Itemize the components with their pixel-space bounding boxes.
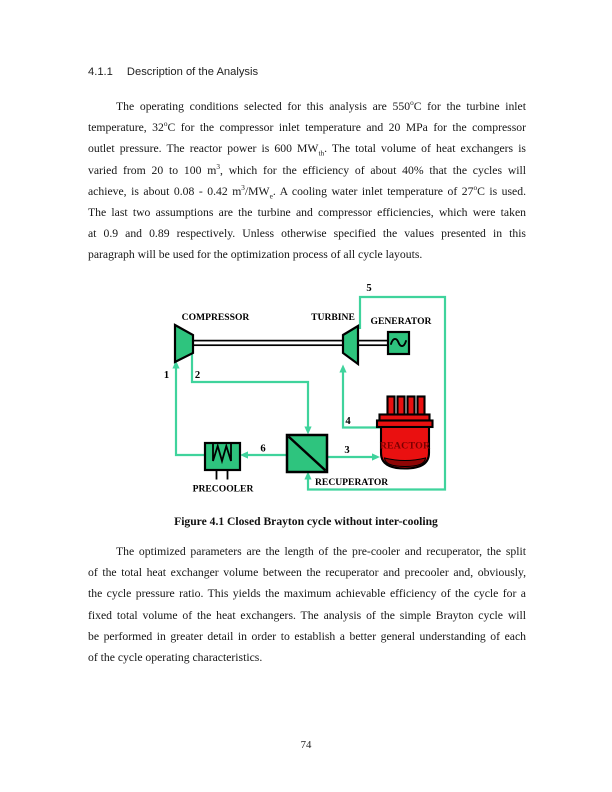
recuperator-label: RECUPERATOR <box>315 477 389 488</box>
paragraph-analysis-conditions: The operating conditions selected for th… <box>88 99 527 262</box>
precooler-label: PRECOOLER <box>193 484 255 495</box>
pipes <box>172 295 447 491</box>
pipe-turbine-to-recuperator <box>306 295 447 491</box>
stream-label-3: 3 <box>344 445 349 456</box>
arrowhead-up-icon <box>339 364 347 373</box>
reactor-vessel <box>379 425 431 470</box>
arrowhead-up-icon <box>172 360 180 369</box>
precooler-coil-icon <box>212 442 232 465</box>
pipe-reactor-to-turbine <box>341 371 381 429</box>
compressor-shape <box>173 323 195 364</box>
stream-label-4: 4 <box>345 416 351 427</box>
stream-label-2: 2 <box>195 370 200 381</box>
reactor-bottom-band <box>383 457 427 468</box>
section-number: 4.1.1 <box>88 66 113 78</box>
sine-wave-icon <box>390 337 407 348</box>
section-title: Description of the Analysis <box>126 66 259 78</box>
page-number: 74 <box>300 739 312 751</box>
brayton-cycle-diagram: REACTOR COMPRESSOR TURBINE GENERATOR PRE… <box>164 283 447 495</box>
stream-label-5: 5 <box>366 283 371 294</box>
section-heading: 4.1.1 Description of the Analysis <box>88 66 538 78</box>
reactor: REACTOR <box>375 395 434 470</box>
pipe-precooler-to-compressor <box>174 367 205 457</box>
paragraph-optimized-parameters: The optimized parameters are the length … <box>88 545 526 664</box>
precooler-box <box>203 441 242 472</box>
turbine-shape <box>341 324 360 367</box>
compressor-label: COMPRESSOR <box>182 312 251 323</box>
precooler <box>203 441 242 480</box>
arrowhead-right-icon <box>372 453 380 461</box>
turbine-label: TURBINE <box>311 312 355 323</box>
arrowhead-up-icon <box>304 471 312 480</box>
main-shaft <box>192 339 344 347</box>
generator <box>386 330 411 356</box>
generator-shaft <box>357 339 389 347</box>
arrowhead-down-icon <box>304 426 312 435</box>
component-labels: COMPRESSOR TURBINE GENERATOR PRECOOLER R… <box>182 312 433 495</box>
pipe-compressor-to-recuperator <box>190 354 310 428</box>
recuperator <box>285 433 329 474</box>
stream-label-1: 1 <box>164 370 169 381</box>
arrowhead-left-icon <box>240 451 248 459</box>
recuperator-diagonal <box>287 435 327 472</box>
reactor-label: REACTOR <box>380 441 431 452</box>
stream-label-6: 6 <box>260 444 265 455</box>
stream-number-labels: 1 2 3 4 5 6 <box>164 283 372 456</box>
generator-label: GENERATOR <box>371 316 433 327</box>
figure-caption: Figure 4.1 Closed Brayton cycle without … <box>174 515 438 528</box>
